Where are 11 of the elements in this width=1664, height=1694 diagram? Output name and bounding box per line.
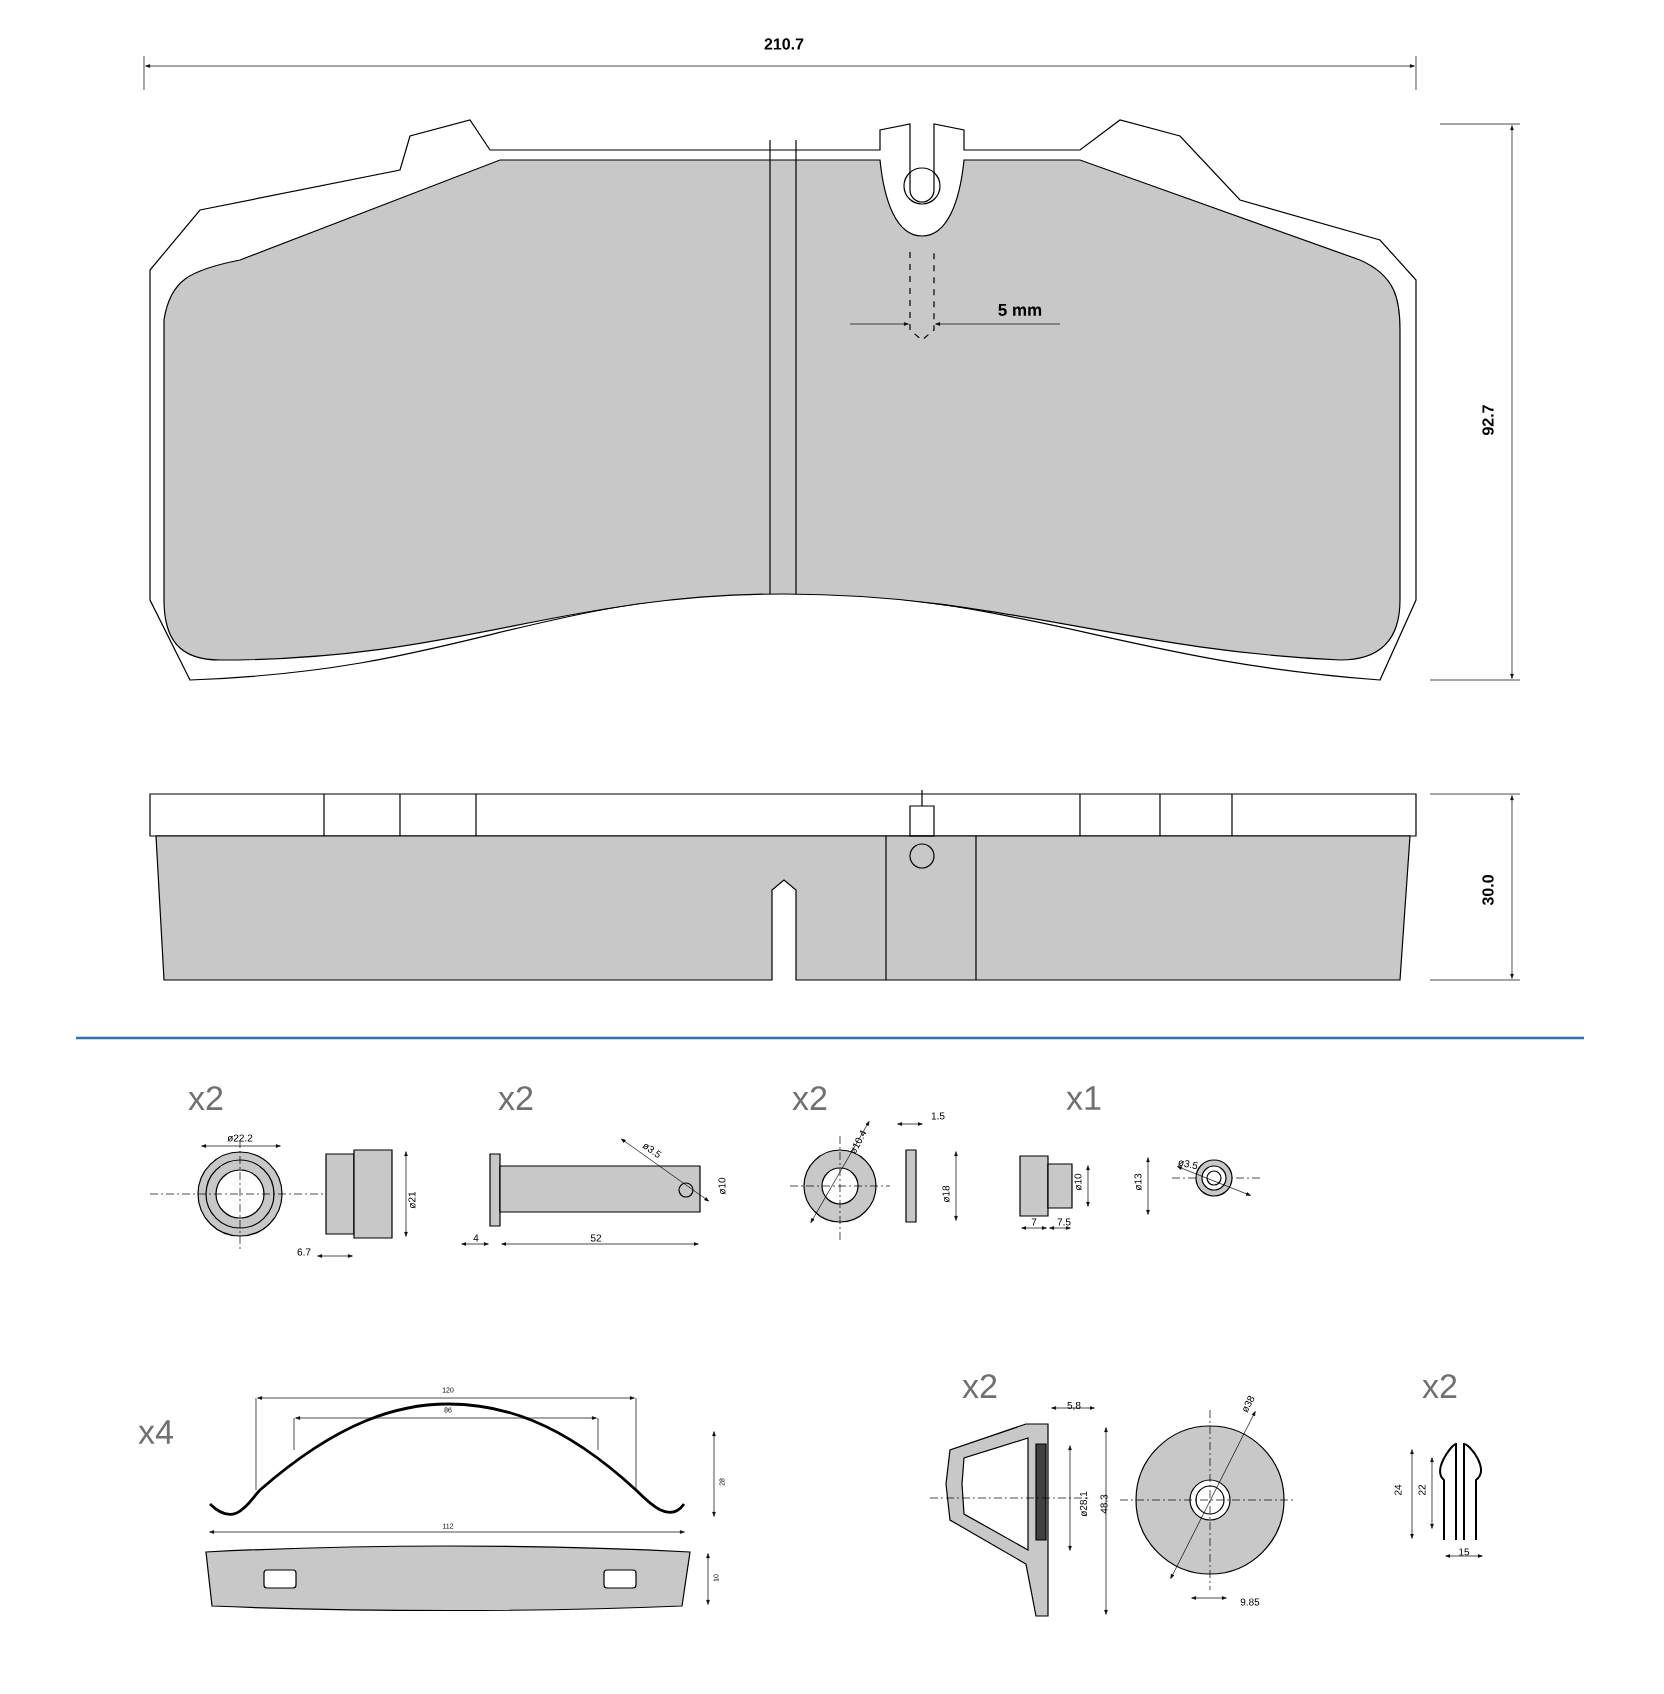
quantity-label: x2 bbox=[792, 1086, 827, 1110]
dimension-label: 30.0 bbox=[1482, 875, 1494, 906]
dimension-label: 92.7 bbox=[1482, 405, 1494, 435]
dimension-label: 210.7 bbox=[764, 38, 804, 50]
quantity-label: x1 bbox=[1066, 1086, 1101, 1110]
dimension-label: 5 mm bbox=[998, 304, 1042, 316]
quantity-label: x2 bbox=[498, 1086, 533, 1110]
quantity-label: x4 bbox=[138, 1420, 173, 1444]
quantity-label: x2 bbox=[1422, 1374, 1457, 1398]
quantity-label: x2 bbox=[188, 1086, 223, 1110]
quantity-label: x2 bbox=[962, 1374, 997, 1398]
